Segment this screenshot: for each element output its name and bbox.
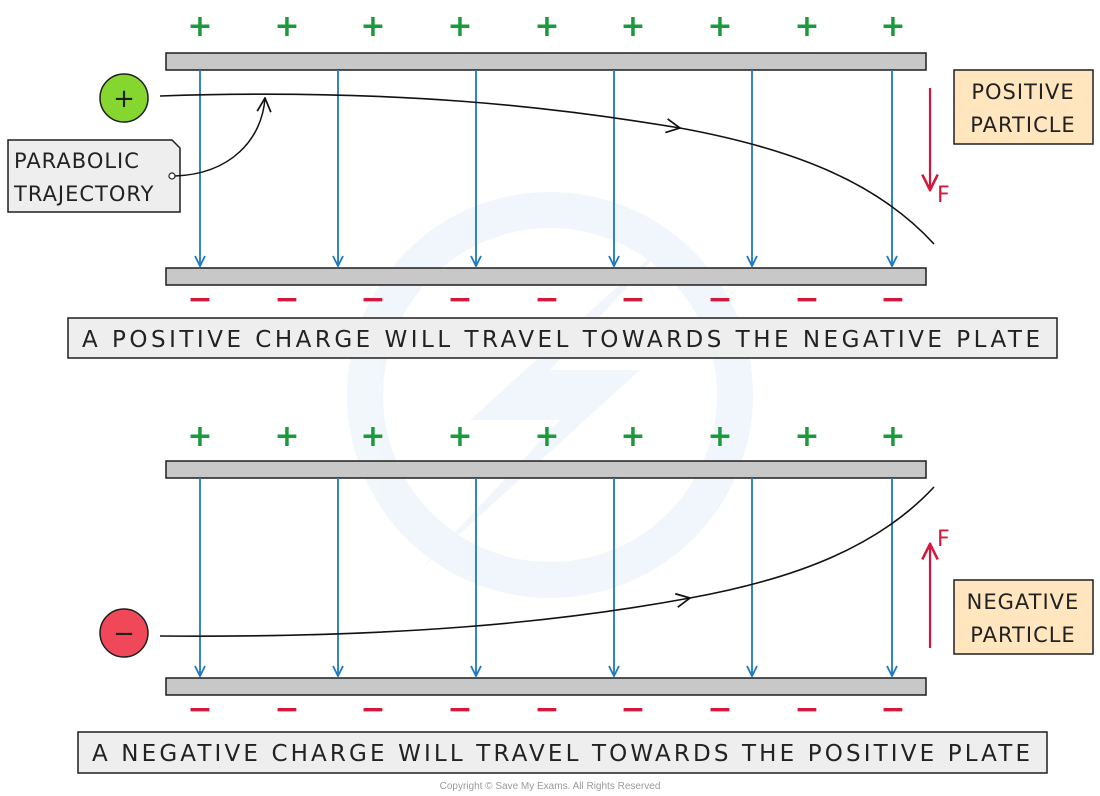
minus-sign: −	[447, 282, 472, 317]
minus-sign: −	[880, 282, 905, 317]
bottom-panel-negative-plate	[165, 677, 927, 696]
positive-particle: +	[99, 73, 149, 123]
plus-sign: +	[274, 9, 299, 44]
top-panel-field-lines	[200, 70, 892, 266]
plus-sign: +	[360, 9, 385, 44]
bottom-panel-negative-signs: −−−−−−−−−	[187, 692, 905, 727]
plus-sign: +	[274, 419, 299, 454]
plus-sign: +	[794, 419, 819, 454]
top-force-arrow: F	[930, 88, 950, 208]
plus-sign: +	[534, 9, 559, 44]
negative-particle: −	[99, 608, 149, 658]
plus-sign: +	[707, 419, 732, 454]
top-caption-text: A POSITIVE CHARGE WILL TRAVEL TOWARDS TH…	[82, 327, 1042, 353]
minus-sign: −	[187, 692, 212, 727]
plus-sign: +	[880, 9, 905, 44]
bottom-panel-field-lines	[200, 478, 892, 676]
plus-sign: +	[794, 9, 819, 44]
negative-particle-symbol: −	[113, 619, 135, 649]
positive-particle-label-box: POSITIVE PARTICLE	[953, 69, 1094, 145]
minus-sign: −	[794, 282, 819, 317]
minus-sign: −	[620, 692, 645, 727]
minus-sign: −	[534, 282, 559, 317]
minus-sign: −	[274, 282, 299, 317]
negative-particle-label-line1: NEGATIVE	[967, 590, 1080, 614]
minus-sign: −	[620, 282, 645, 317]
plus-sign: +	[620, 419, 645, 454]
plus-sign: +	[620, 9, 645, 44]
trajectory-pointer-arrow	[174, 98, 265, 177]
copyright-text: Copyright © Save My Exams. All Rights Re…	[440, 781, 661, 792]
top-panel-negative-signs: −−−−−−−−−	[187, 282, 905, 317]
minus-sign: −	[794, 692, 819, 727]
plus-sign: +	[447, 9, 472, 44]
plus-sign: +	[447, 419, 472, 454]
minus-sign: −	[707, 282, 732, 317]
positive-particle-trajectory-tail	[679, 127, 935, 245]
watermark-logo-icon	[347, 192, 753, 598]
positive-particle-label-line2: PARTICLE	[970, 113, 1075, 137]
top-panel-negative-plate	[165, 267, 927, 286]
top-caption-box: A POSITIVE CHARGE WILL TRAVEL TOWARDS TH…	[67, 317, 1058, 359]
minus-sign: −	[360, 282, 385, 317]
bottom-force-label: F	[937, 527, 950, 552]
bottom-caption-text: A NEGATIVE CHARGE WILL TRAVEL TOWARDS TH…	[92, 741, 1032, 767]
negative-particle-trajectory	[159, 598, 690, 637]
plus-sign: +	[880, 419, 905, 454]
parabolic-trajectory-tag: PARABOLIC TRAJECTORY	[7, 98, 265, 213]
parabolic-trajectory-label-line1: PARABOLIC	[14, 149, 140, 173]
positive-particle-label-line1: POSITIVE	[971, 80, 1074, 104]
plus-sign: +	[187, 419, 212, 454]
plus-circle-icon	[99, 73, 149, 123]
top-panel-positive-signs: + + + + + + + + +	[187, 9, 905, 44]
bottom-caption-box: A NEGATIVE CHARGE WILL TRAVEL TOWARDS TH…	[77, 731, 1048, 774]
negative-particle-trajectory-tail	[689, 486, 935, 599]
parabolic-trajectory-label-line2: TRAJECTORY	[13, 182, 155, 206]
minus-sign: −	[447, 692, 472, 727]
top-panel: + + + + + + + + + − − − − − − − − − + PARABOLIC TRAJECTO…	[7, 9, 1094, 359]
plus-sign: +	[187, 9, 212, 44]
minus-circle-icon	[99, 608, 149, 658]
plus-sign: +	[534, 419, 559, 454]
top-force-label: F	[937, 183, 950, 208]
minus-sign: −	[880, 692, 905, 727]
plus-sign: +	[707, 9, 732, 44]
top-panel-positive-plate	[165, 52, 927, 71]
negative-particle-label-box: NEGATIVE PARTICLE	[953, 579, 1094, 655]
plus-sign: +	[360, 419, 385, 454]
bottom-force-arrow: F	[930, 527, 950, 648]
minus-sign: −	[360, 692, 385, 727]
bottom-panel-positive-signs: + + + + + + + + +	[187, 419, 905, 454]
minus-sign: −	[534, 692, 559, 727]
positive-particle-trajectory	[159, 93, 680, 128]
minus-sign: −	[274, 692, 299, 727]
minus-sign: −	[707, 692, 732, 727]
minus-sign: −	[187, 282, 212, 317]
bottom-panel: + + + + + + + + + − − − − − − − − − − F NEGATIVE PARTICL…	[77, 419, 1094, 774]
bottom-panel-positive-plate	[165, 460, 927, 479]
positive-particle-symbol: +	[113, 84, 135, 114]
negative-particle-label-line2: PARTICLE	[970, 623, 1075, 647]
